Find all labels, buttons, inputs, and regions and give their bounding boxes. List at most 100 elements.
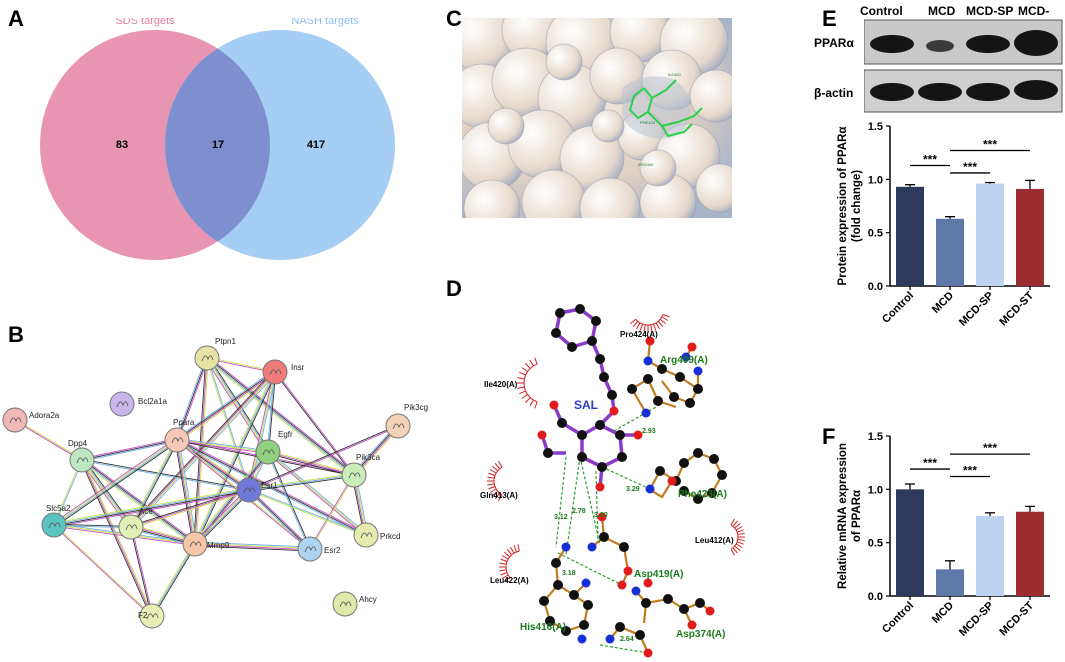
network-node-label: Prkcd (380, 532, 400, 541)
network-edge (195, 372, 277, 545)
x-tick-label: MCD-SP (957, 290, 996, 329)
residue-arg409: Arg409(A) (660, 355, 708, 366)
network-edge (248, 490, 366, 537)
network-edge (130, 371, 275, 527)
network-edge (248, 489, 311, 550)
y-axis-label: (fold change) (851, 170, 863, 242)
network-edge (151, 543, 196, 617)
network-node-label: Ptpn1 (215, 337, 236, 346)
network-edge (249, 488, 367, 535)
band-actin-mcd-sp (966, 83, 1010, 101)
network-edge (82, 440, 178, 462)
network-edge (266, 452, 366, 537)
network-edge (268, 450, 368, 535)
network-edge (194, 489, 249, 544)
network-edge (247, 490, 310, 551)
residue-asp419: Asp419(A) (634, 569, 683, 580)
y-tick-label: 0.5 (868, 228, 883, 240)
network-node-ace: Ace (118, 507, 153, 540)
y-tick-label: 1.0 (868, 174, 883, 186)
panel-letter-a: A (8, 6, 24, 31)
hydrogen-bonds (555, 406, 657, 654)
network-edge (53, 439, 177, 525)
network-edge (131, 372, 276, 528)
network-node-pik3cg: Pik3cg (385, 403, 428, 439)
network-node-insr: Insr (262, 359, 305, 385)
blot-lane-control: Control (860, 4, 903, 18)
network-node-label: Ppara (173, 418, 195, 427)
network-edge (195, 541, 311, 548)
hbond-distance-3: 2.78 (572, 508, 586, 515)
network-edge (194, 451, 268, 544)
y-tick-label: 0.0 (868, 591, 883, 603)
hbond-distance-4: 3.20 (594, 512, 608, 519)
network-edge (80, 460, 152, 617)
network-node-dpp4: Dpp4 (68, 439, 95, 473)
venn-right-count: 417 (307, 139, 325, 151)
blot-lane-mcd: MCD (928, 4, 956, 18)
y-axis-label: of PPARα (851, 490, 863, 542)
network-edge (150, 543, 195, 616)
venn-left-count: 83 (116, 139, 128, 151)
ligplot-interaction-diagram: SAL Pro424(A) Arg409(A) Ile420(A) Phe423… (480, 304, 745, 658)
network-edge (175, 370, 275, 439)
network-node-label: Bcl2a1a (138, 397, 167, 406)
x-tick-label: MCD-ST (997, 599, 1036, 638)
residue-gln413: Gln413(A) (480, 491, 518, 500)
y-tick-label: 1.5 (868, 431, 883, 443)
y-tick-label: 0.5 (868, 538, 883, 550)
network-node-label: Insr (291, 363, 305, 372)
network-edge (14, 420, 82, 461)
network-node-label: Esr2 (324, 546, 341, 555)
significance-label: *** (923, 456, 937, 470)
significance-label: *** (983, 138, 997, 152)
network-edge (131, 526, 154, 616)
network-edge (129, 370, 274, 526)
network-node-label: Esr1 (261, 481, 278, 490)
network-edges (14, 356, 400, 617)
network-node-label: Slc5a2 (46, 504, 71, 513)
network-edge (194, 371, 276, 545)
network-edge (177, 372, 276, 441)
network-edge (82, 458, 197, 543)
network-edge (130, 439, 178, 528)
network-node-label: Egfr (278, 430, 293, 439)
network-edge (247, 371, 275, 490)
network-edge (175, 440, 195, 545)
network-node-slc5a2: Slc5a2 (41, 504, 71, 538)
network-node-label: Ahcy (359, 595, 377, 604)
network-edge (81, 460, 195, 545)
network-edge (177, 439, 197, 544)
x-tick-label: MCD-SP (957, 600, 996, 639)
x-tick-label: Control (880, 600, 916, 636)
network-edge (129, 527, 152, 617)
x-tick-label: MCD (930, 600, 956, 626)
bar-mcd-st (1016, 188, 1044, 286)
significance-label: *** (963, 160, 977, 174)
network-node-prkcd: Prkcd (353, 522, 400, 548)
residue-leu412: Leu412(A) (695, 536, 734, 545)
network-edge (54, 441, 179, 527)
bar-mcd (936, 569, 964, 596)
hbond-distance-5: 3.12 (554, 514, 568, 521)
network-edge (81, 460, 249, 492)
venn-overlap-count: 17 (212, 139, 224, 151)
network-edge (54, 440, 178, 526)
network-edge (267, 451, 355, 476)
bar-mcd-sp (976, 183, 1004, 286)
network-node-ppara: Ppara (164, 418, 195, 453)
bar-control (896, 489, 924, 596)
network-edge (248, 424, 398, 490)
network-edge (177, 358, 209, 441)
hbond-distance-2: 3.29 (626, 486, 640, 493)
network-node-label: F2 (138, 611, 148, 620)
network-node-adora2a: Adora2a (2, 407, 60, 433)
network-edge (248, 474, 355, 491)
network-edge (248, 371, 276, 491)
network-edge (53, 525, 131, 529)
hbond-distance-6: 3.18 (562, 570, 576, 577)
network-edge (176, 371, 275, 440)
y-tick-label: 1.0 (868, 484, 883, 496)
